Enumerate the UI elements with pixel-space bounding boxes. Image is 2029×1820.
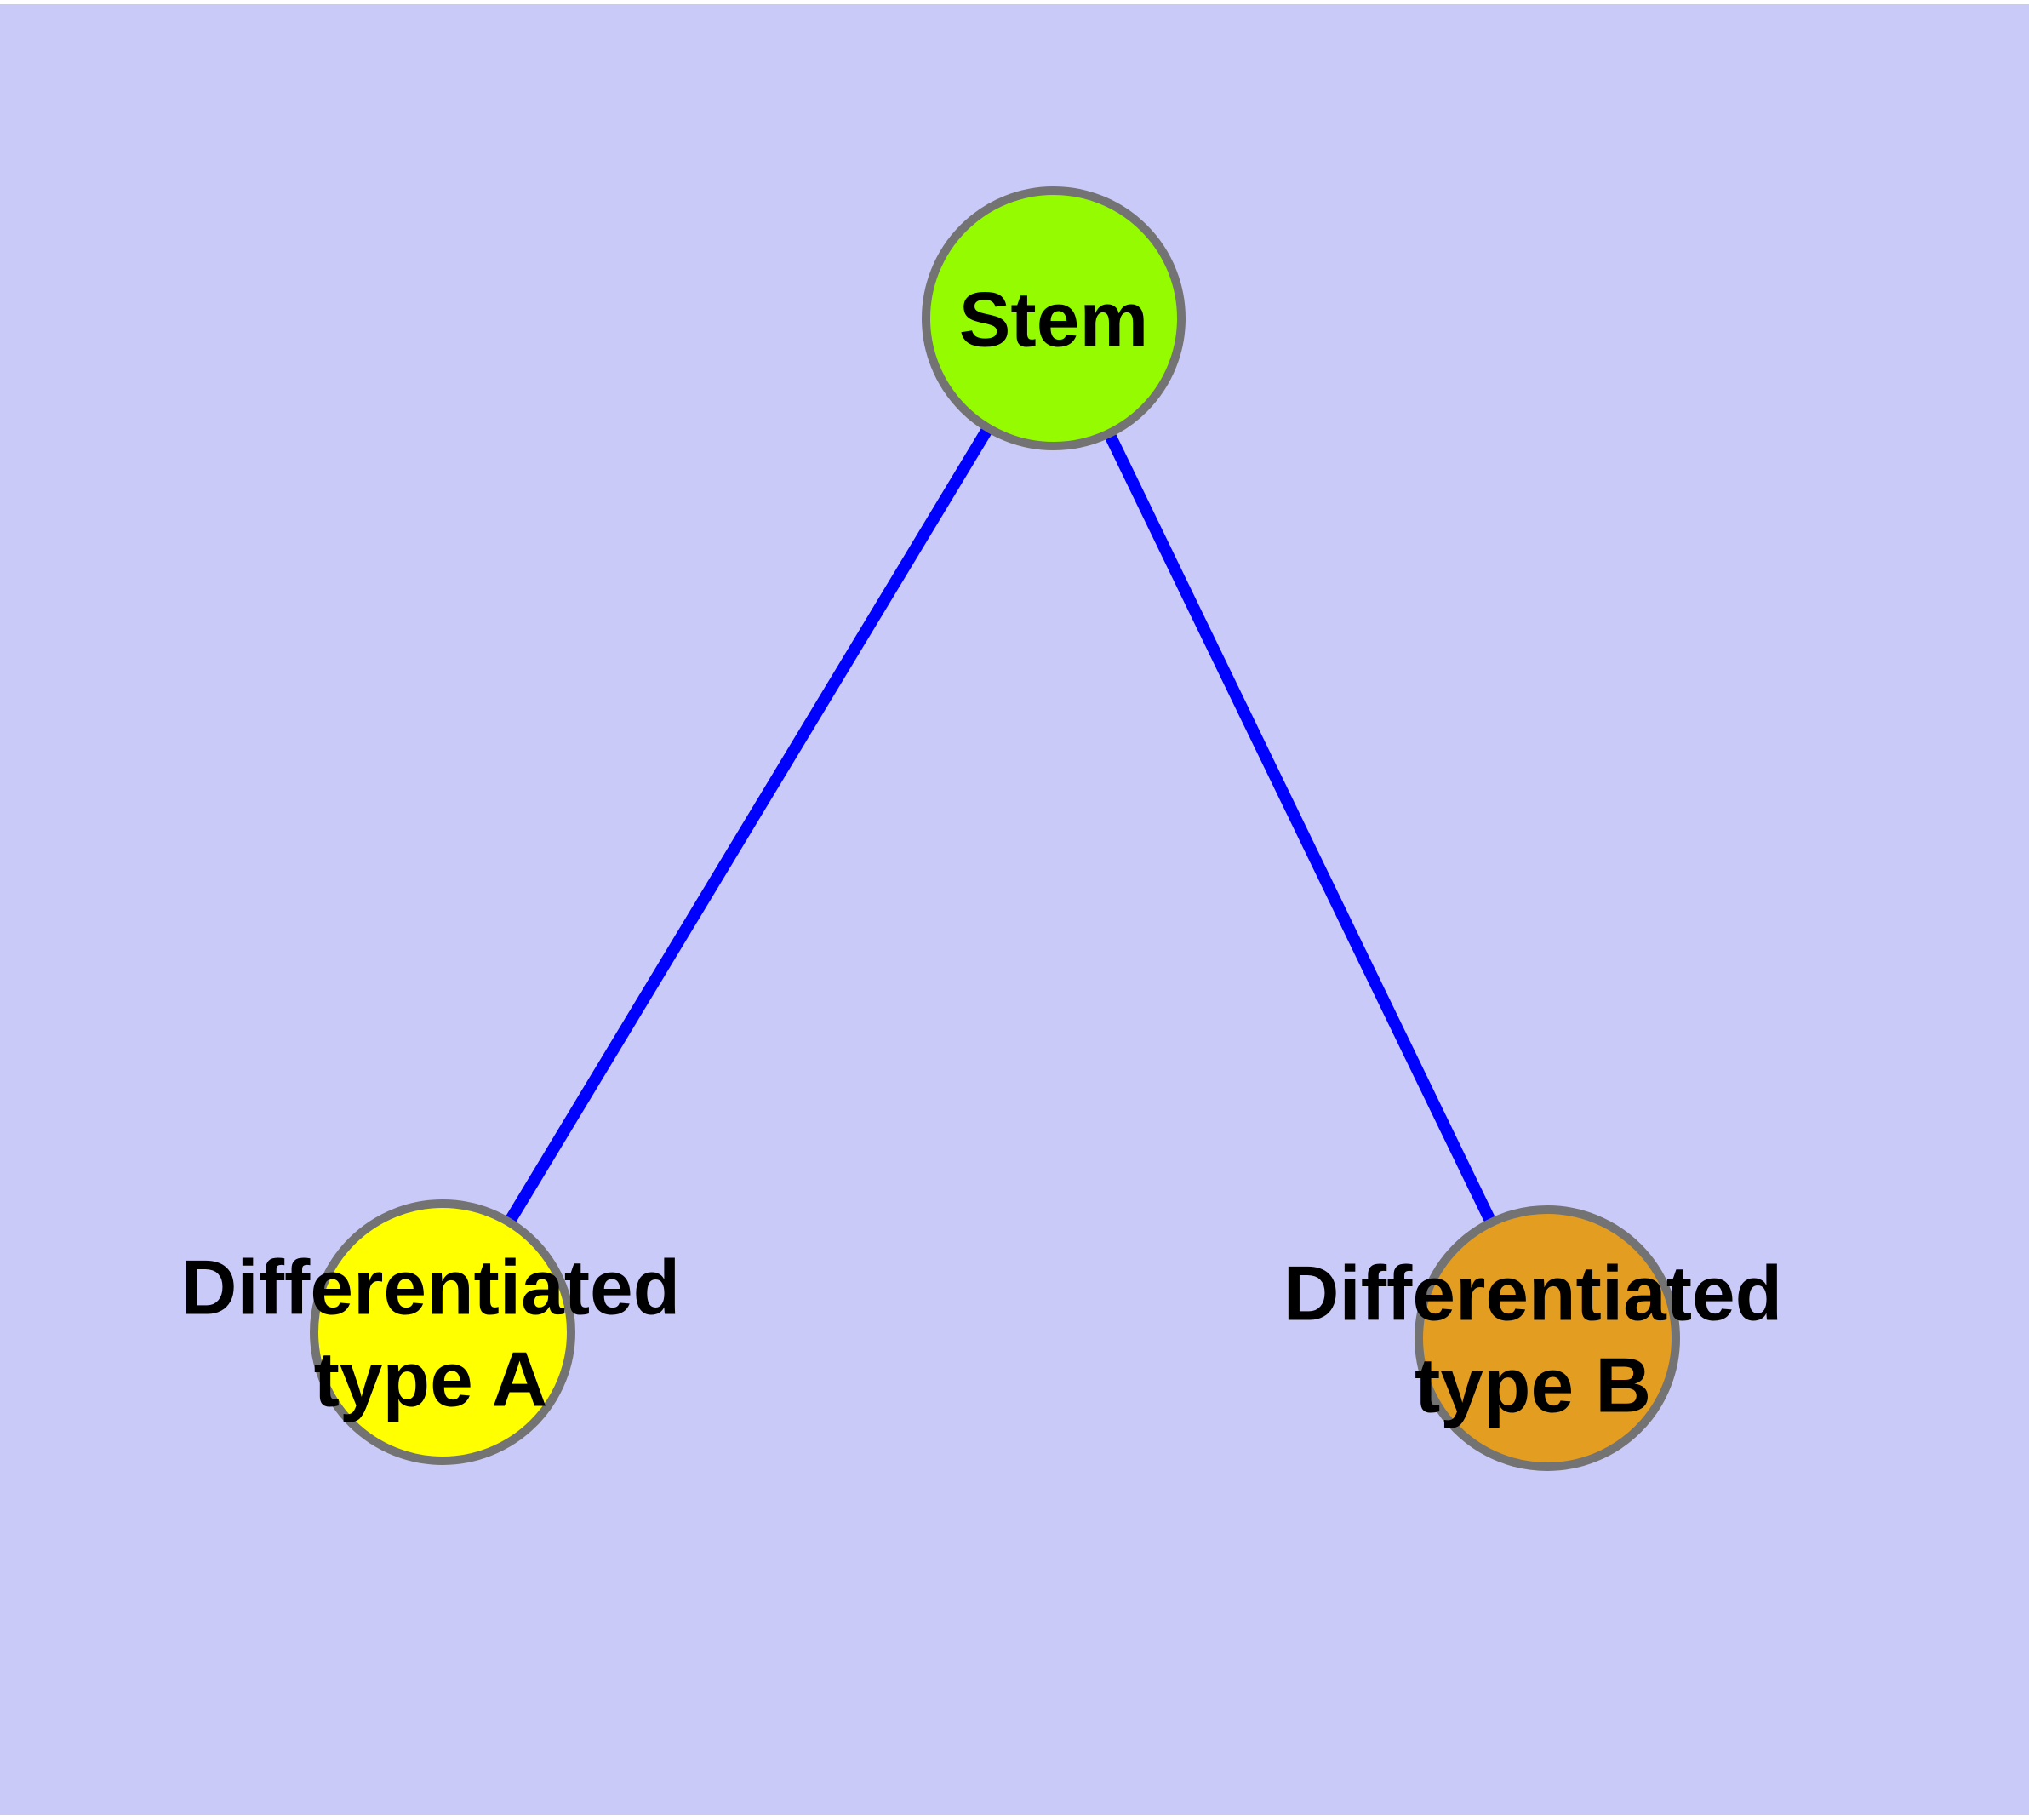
node-type-b-label-line2: type B <box>1415 1343 1651 1429</box>
node-type-a-label-line1: Differentiated <box>181 1245 681 1331</box>
node-stem-label: Stem <box>959 278 1149 363</box>
node-type-a-circle <box>310 1199 575 1465</box>
edge-stem-to-type-a <box>504 425 993 1226</box>
node-type-a-label-line2: type A <box>314 1337 548 1423</box>
node-type-b-label-line1: Differentiated <box>1283 1251 1783 1337</box>
node-stem-circle <box>922 186 1186 450</box>
node-type-b-circle <box>1415 1205 1680 1471</box>
edge-stem-to-type-b <box>1103 430 1497 1226</box>
